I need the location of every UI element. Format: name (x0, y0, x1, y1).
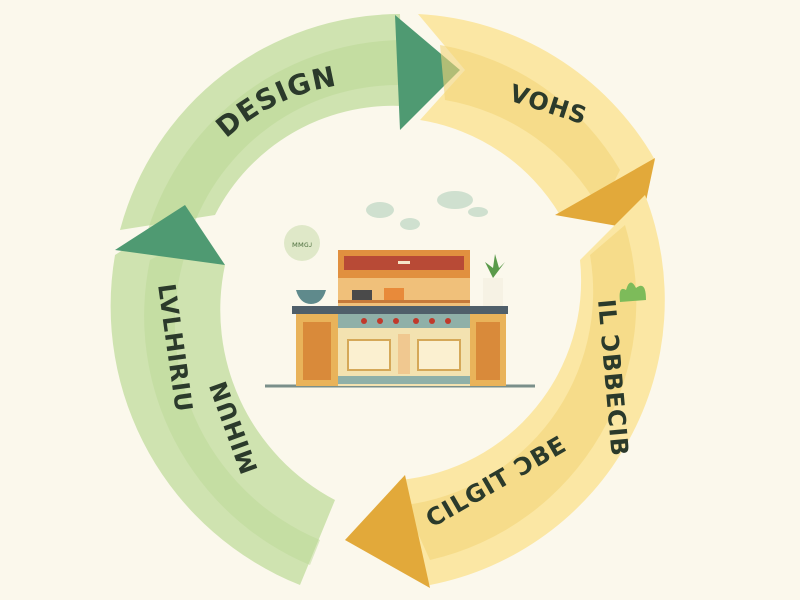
plant-pot (483, 278, 503, 306)
center-badge: ᴍᴍɢᴊ (284, 225, 320, 261)
cloud (437, 191, 473, 209)
yellow-arc-right-band (405, 225, 637, 560)
oven-center-strip (398, 334, 410, 374)
center-badge-text: ᴍᴍɢᴊ (292, 240, 312, 249)
countertop (292, 306, 508, 314)
hood-light (398, 261, 410, 264)
oven-door-left (347, 339, 391, 371)
right-cabinet-door (476, 322, 500, 380)
green-arc-left-band (144, 240, 320, 565)
stove-knob (413, 318, 419, 324)
cloud (366, 202, 394, 218)
green-arrowhead-top (395, 15, 460, 130)
cloud (400, 218, 420, 230)
bowl (296, 290, 326, 304)
cloud (468, 207, 488, 217)
green-arrowhead-left (115, 205, 225, 265)
stove-knob (377, 318, 383, 324)
oven-kick (338, 376, 470, 384)
stove-knob (429, 318, 435, 324)
yellow-arrowhead-bottom (345, 475, 430, 588)
plant-leaves (485, 254, 505, 278)
plant-icon (619, 282, 646, 302)
stove-knob (445, 318, 451, 324)
kitchen-illustration (292, 250, 508, 386)
pot (352, 290, 372, 300)
clouds-group (366, 191, 488, 230)
stove-knob (393, 318, 399, 324)
stove-knob (361, 318, 367, 324)
left-cabinet-door (303, 322, 331, 380)
shelf-line (338, 300, 470, 303)
yellow-arc-right (350, 195, 665, 585)
basket (384, 288, 404, 300)
oven-door-right (417, 339, 461, 371)
yellow-arc-top-band (440, 45, 620, 210)
stove-panel (338, 314, 470, 328)
green-arc-top-band (145, 40, 401, 240)
